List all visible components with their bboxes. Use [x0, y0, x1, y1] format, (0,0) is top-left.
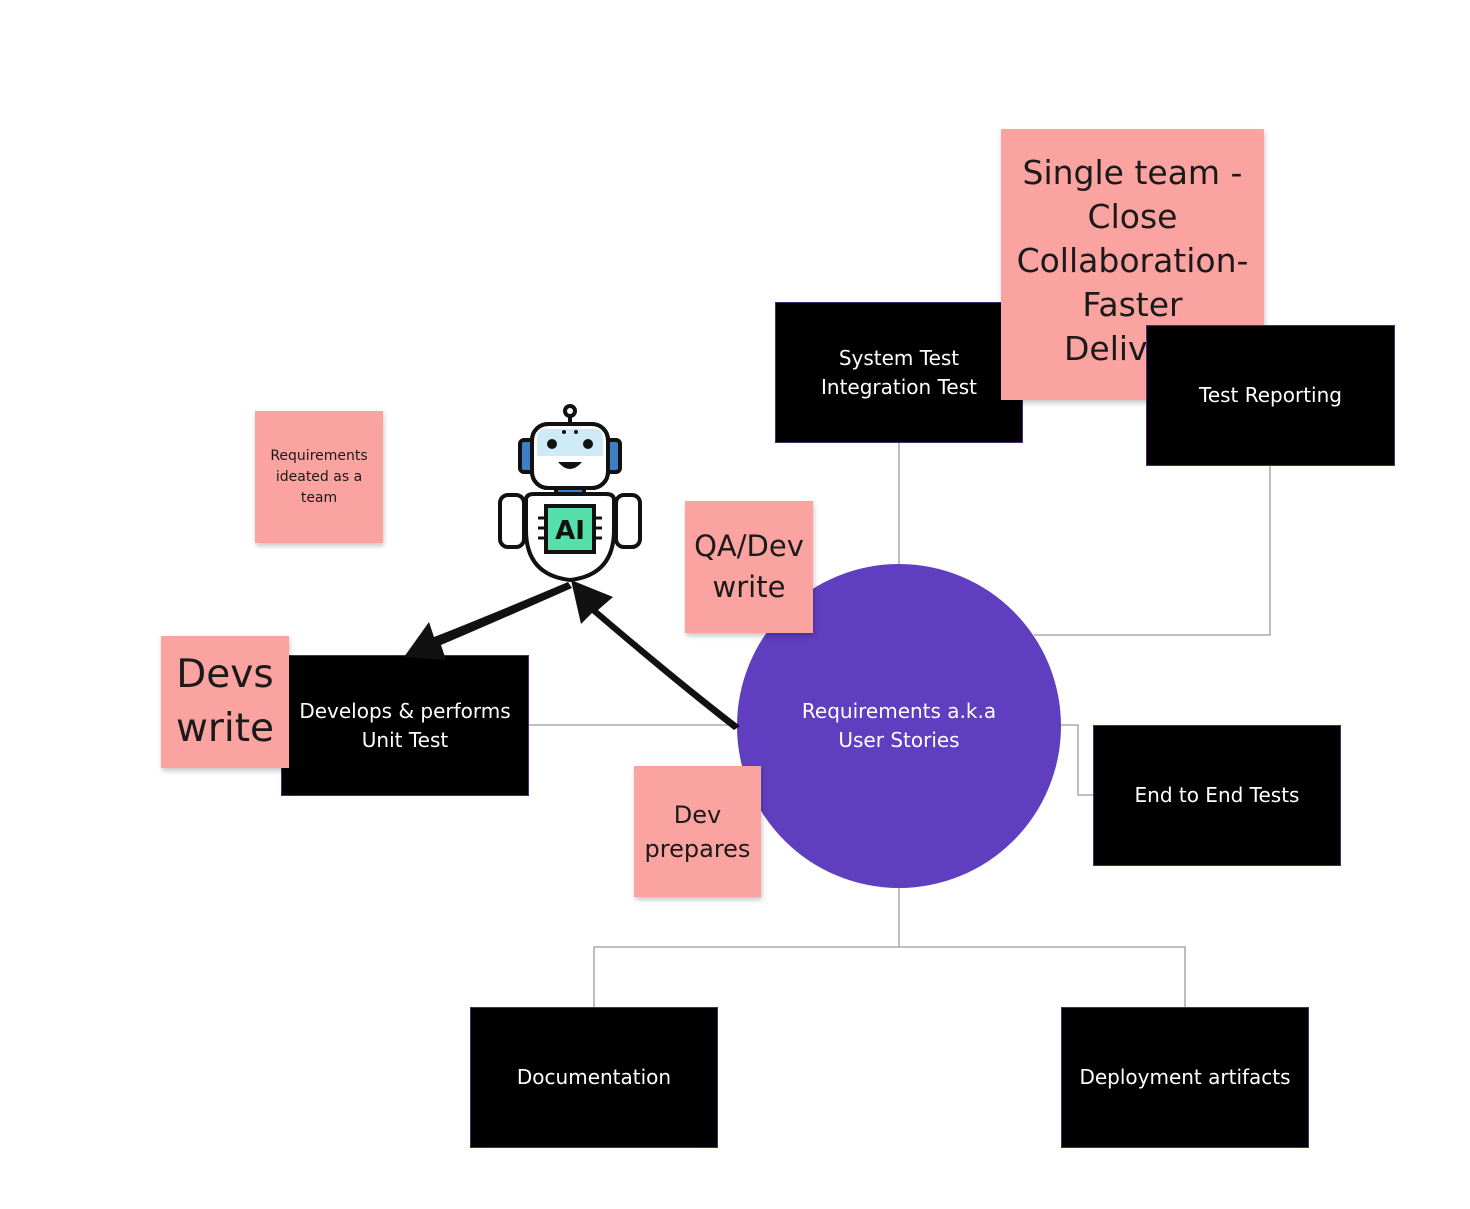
robot-forehead-dot-2 — [574, 430, 578, 434]
robot-right-eye — [583, 439, 593, 449]
qa-dev-write-sticky[interactable]: QA/Dev write — [685, 501, 813, 633]
end-to-end-tests-box[interactable]: End to End Tests — [1093, 725, 1341, 866]
test-reporting-label: Test Reporting — [1199, 383, 1342, 407]
documentation-box[interactable]: Documentation — [470, 1007, 718, 1148]
requirements-user-stories-label: Requirements a.k.a User Stories — [801, 699, 997, 752]
robot-ai-badge: AI — [555, 516, 585, 546]
devs-write-sticky-text: Devs write — [175, 652, 275, 751]
robot-left-eye — [547, 439, 557, 449]
devs-write-sticky[interactable]: Devs write — [161, 636, 289, 768]
ai-robot-icon: AI — [498, 404, 642, 582]
dev-prepares-sticky[interactable]: Dev prepares — [634, 766, 761, 897]
dev-prepares-sticky-text: Dev prepares — [644, 800, 751, 863]
robot-eye-band — [540, 432, 600, 454]
single-team-sticky-text: Single team - Close Collaboration- Faste… — [1016, 153, 1249, 368]
connector-documentation — [593, 946, 1186, 1007]
end-to-end-tests-label: End to End Tests — [1134, 783, 1300, 807]
test-reporting-box[interactable]: Test Reporting — [1146, 325, 1395, 466]
single-team-sticky[interactable]: Single team - Close Collaboration- Faste… — [1001, 129, 1264, 400]
connector-end-to-end — [1060, 724, 1094, 796]
robot-ai-chip — [544, 504, 596, 554]
requirements-ideated-sticky-text: Requirements ideated as a team — [270, 447, 368, 506]
develops-unit-test-box[interactable]: Develops & performs Unit Test — [281, 655, 529, 796]
deployment-artifacts-box[interactable]: Deployment artifacts — [1061, 1007, 1309, 1148]
deployment-artifacts-label: Deployment artifacts — [1079, 1065, 1291, 1089]
system-test-box[interactable]: System Test Integration Test — [775, 302, 1023, 443]
robot-mouth — [558, 462, 582, 469]
develops-unit-test-label: Develops & performs Unit Test — [299, 698, 511, 752]
system-test-label: System Test Integration Test — [821, 345, 977, 399]
robot-forehead-dot-1 — [562, 430, 566, 434]
connector-test-reporting — [1034, 466, 1271, 636]
qa-dev-write-sticky-text: QA/Dev write — [694, 529, 804, 604]
requirements-ideated-sticky[interactable]: Requirements ideated as a team — [255, 411, 383, 543]
documentation-label: Documentation — [516, 1065, 672, 1089]
